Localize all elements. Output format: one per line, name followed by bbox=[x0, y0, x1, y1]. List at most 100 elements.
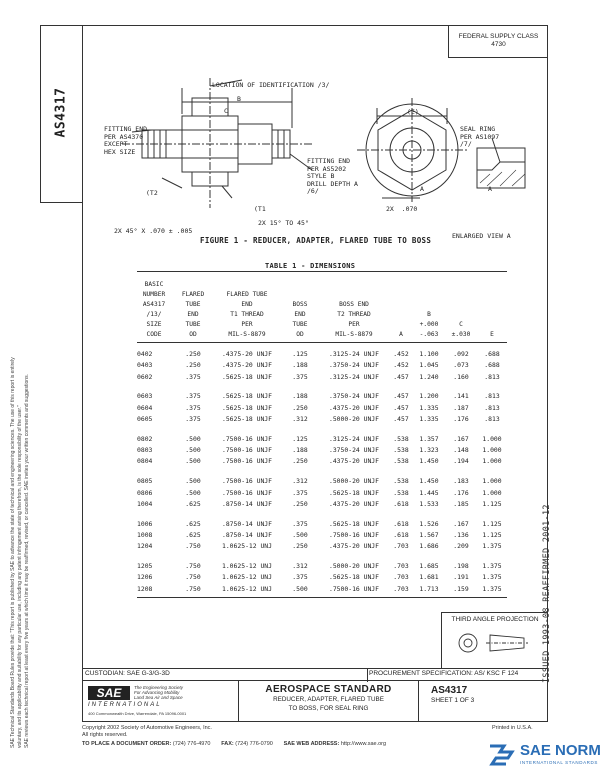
table-cell: .8750-14 UNJF bbox=[221, 519, 273, 528]
table-cell: .5625-18 UNJF bbox=[221, 415, 273, 423]
table-cell: 1.000 bbox=[482, 434, 502, 443]
table-cell: .457 bbox=[393, 415, 409, 423]
table-cell: .5625-18 UNJF bbox=[328, 519, 380, 528]
table-top-rule bbox=[137, 271, 507, 272]
table-cell: .250 bbox=[292, 542, 308, 551]
sheet-number: SHEET 1 OF 3 bbox=[431, 697, 475, 704]
sae-address: 400 Commonwealth Drive, Warrendale, PA 1… bbox=[88, 711, 187, 716]
table-cell: .073 bbox=[453, 361, 469, 370]
table-cell: 0804 bbox=[137, 457, 153, 466]
sae-tagline-1: The Engineering Society bbox=[134, 685, 184, 690]
sae-tagline-2: For Advancing Mobility bbox=[134, 690, 180, 695]
table-cell: .813 bbox=[484, 372, 500, 381]
table-cell: 1.685 bbox=[419, 562, 439, 570]
table-cell: .148 bbox=[453, 446, 469, 455]
table-cell: .188 bbox=[292, 446, 308, 455]
table-cell: .618 bbox=[393, 530, 409, 539]
fax-label: FAX: bbox=[221, 741, 234, 747]
table-cell: 0603 bbox=[137, 392, 153, 401]
table-cell: 1.450 bbox=[419, 457, 439, 466]
table-cell: 1.045 bbox=[419, 361, 439, 370]
table-cell: .7500-16 UNJF bbox=[221, 434, 273, 443]
standard-subtitle-2: TO BOSS, FOR SEAL RING bbox=[288, 705, 369, 712]
table-cell: .375 bbox=[292, 488, 308, 497]
table-cell: .4375-20 UNJF bbox=[328, 457, 380, 466]
table-header-cell: E bbox=[490, 331, 494, 338]
table-cell: .500 bbox=[292, 584, 308, 593]
table-cell: .183 bbox=[453, 477, 469, 486]
table-cell: 1.375 bbox=[482, 562, 502, 570]
table-cell: 0605 bbox=[137, 415, 153, 423]
table-cell: .198 bbox=[453, 562, 469, 570]
table-cell: .312 bbox=[292, 562, 308, 570]
sae-tagline: The Engineering Society For Advancing Mo… bbox=[134, 685, 183, 700]
table-header-cell: A bbox=[399, 331, 403, 338]
table-cell: .4375-20 UNJF bbox=[328, 403, 380, 412]
legal-line-3: SAE reviews each technical report at lea… bbox=[24, 374, 30, 748]
table-cell: .538 bbox=[393, 434, 409, 443]
document-number-vertical: AS4317 bbox=[53, 87, 69, 138]
table-cell: .3750-24 UNJF bbox=[328, 392, 380, 401]
table-cell: .5000-20 UNJF bbox=[328, 477, 380, 486]
fax-number: (724) 776-0790 bbox=[235, 741, 273, 747]
standard-subtitle-1: REDUCER, ADAPTER, FLARED TUBE bbox=[273, 696, 384, 703]
table-header-cell: BOSS END T2 THREAD PER MIL-S-8879 bbox=[335, 301, 373, 338]
table-cell: .625 bbox=[185, 519, 201, 528]
table-cell: 1.0625-12 UNJ bbox=[221, 542, 273, 551]
table-cell: 0803 bbox=[137, 446, 153, 455]
order-line: TO PLACE A DOCUMENT ORDER: (724) 776-497… bbox=[82, 741, 386, 747]
table-cell: 1.526 bbox=[419, 519, 439, 528]
table-cell: .625 bbox=[185, 530, 201, 539]
table-cell: .375 bbox=[292, 519, 308, 528]
table-cell: .250 bbox=[292, 457, 308, 466]
label-b: B bbox=[237, 95, 241, 103]
table-cell: .250 bbox=[292, 499, 308, 508]
table-cell: .7500-16 UNJF bbox=[221, 477, 273, 486]
projection-symbol-icon bbox=[458, 633, 528, 653]
enlarged-view-caption: ENLARGED VIEW A bbox=[452, 232, 511, 240]
table-cell: 1.686 bbox=[419, 542, 439, 551]
table-cell: .500 bbox=[185, 457, 201, 466]
web-address[interactable]: http://www.sae.org bbox=[340, 741, 387, 747]
table-cell: 1.125 bbox=[482, 519, 502, 528]
label-chamfer-15: 2X 15° TO 45° bbox=[258, 219, 309, 227]
table-bottom-rule bbox=[137, 597, 507, 598]
table-cell: .191 bbox=[453, 573, 469, 582]
legal-line-2: voluntary, and its applicability and sui… bbox=[17, 405, 23, 748]
table-cell: .092 bbox=[453, 350, 469, 358]
table-cell: .813 bbox=[484, 403, 500, 412]
table-header-cell: B +.000 -.063 bbox=[419, 311, 439, 338]
label-a-enlarged: A bbox=[488, 185, 492, 193]
table-cell: .250 bbox=[185, 350, 201, 358]
table-cell: 1.000 bbox=[482, 488, 502, 497]
table-cell: .457 bbox=[393, 403, 409, 412]
table-cell: .375 bbox=[185, 403, 201, 412]
table-cell: .194 bbox=[453, 457, 469, 466]
watermark-text: SAE NORM bbox=[520, 742, 600, 759]
table-cell: .5625-18 UNJF bbox=[221, 403, 273, 412]
table-cell: 0402 bbox=[137, 350, 153, 358]
table-cell: .750 bbox=[185, 584, 201, 593]
table-cell: .500 bbox=[292, 530, 308, 539]
table-cell: .375 bbox=[292, 372, 308, 381]
table-cell: 0403 bbox=[137, 361, 153, 370]
order-phone: (724) 776-4970 bbox=[172, 741, 211, 747]
table-cell: 1.0625-12 UNJ bbox=[221, 573, 273, 582]
table-cell: 1.0625-12 UNJ bbox=[221, 562, 273, 570]
table-cell: .813 bbox=[484, 415, 500, 423]
table-cell: .209 bbox=[453, 542, 469, 551]
watermark-sub: INTERNATIONAL STANDARDS bbox=[520, 760, 598, 765]
table-cell: .188 bbox=[292, 361, 308, 370]
table-cell: 1.357 bbox=[419, 434, 439, 443]
table-cell: .4375-20 UNJF bbox=[328, 542, 380, 551]
table-cell: 1.323 bbox=[419, 446, 439, 455]
document-number-block: AS4317 SHEET 1 OF 3 bbox=[419, 681, 548, 722]
table-cell: 1.000 bbox=[482, 446, 502, 455]
table-cell: .375 bbox=[185, 392, 201, 401]
legal-notice: SAE Technical Standards Board Rules prov… bbox=[10, 188, 50, 748]
table-cell: .538 bbox=[393, 477, 409, 486]
federal-supply-class: FEDERAL SUPPLY CLASS 4730 bbox=[448, 25, 548, 58]
sae-international: INTERNATIONAL bbox=[88, 702, 162, 708]
table-header-cell: C ±.030 bbox=[451, 321, 471, 338]
label-t1: (T1 bbox=[254, 205, 266, 213]
